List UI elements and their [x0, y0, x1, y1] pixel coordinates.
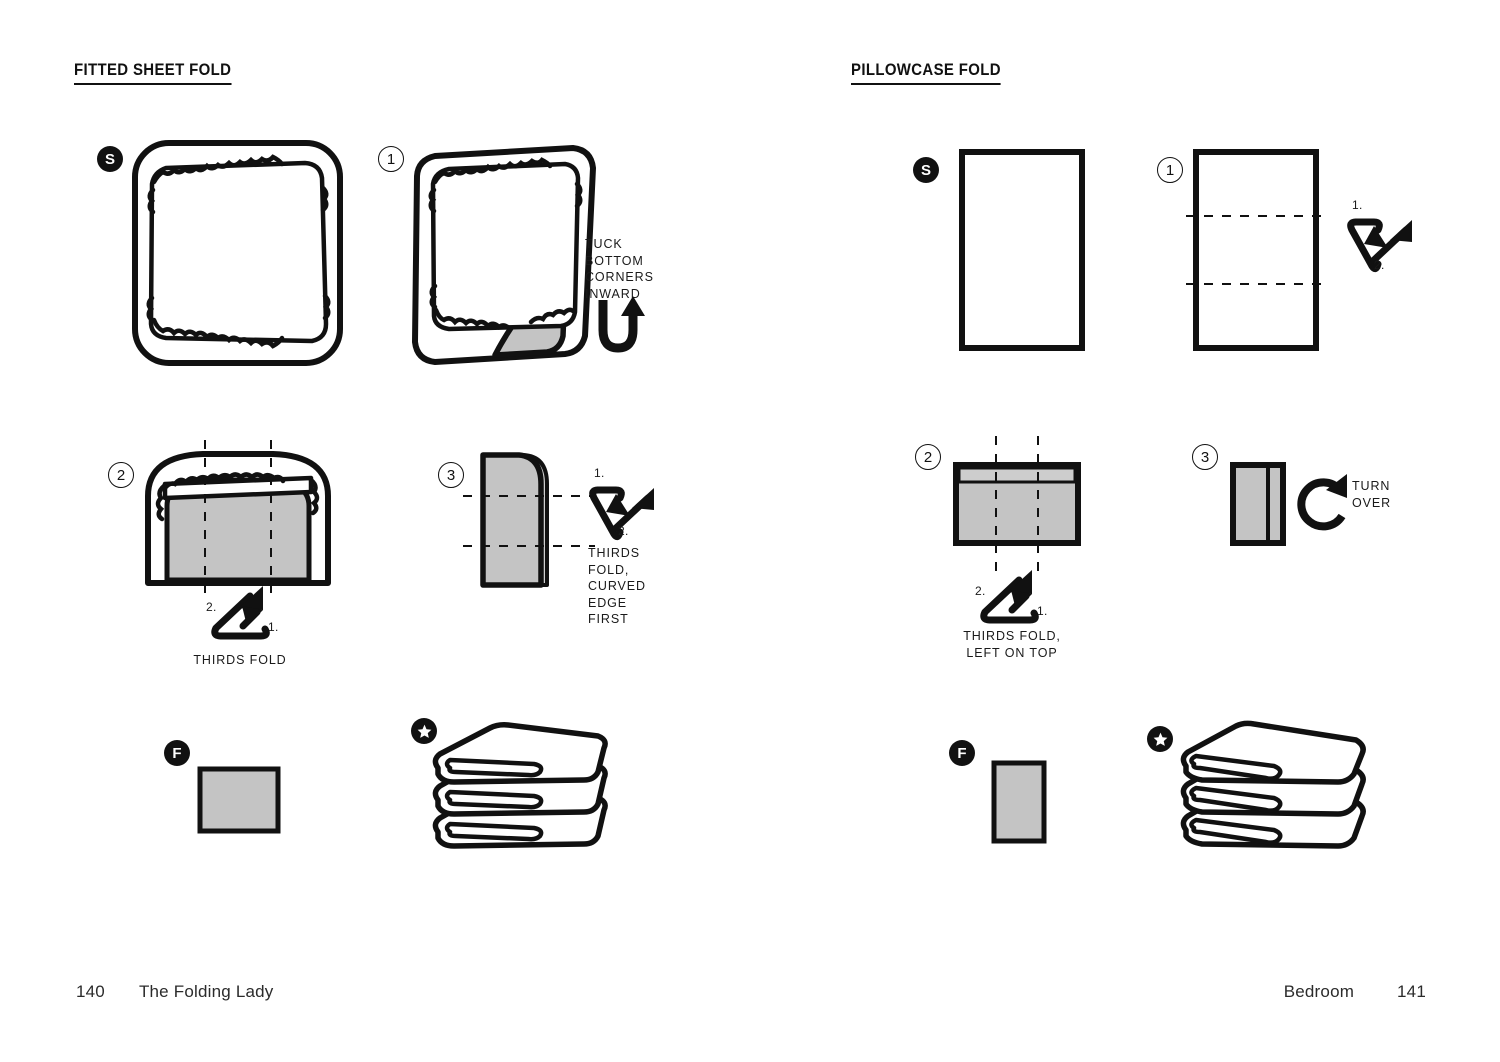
- turn-over-arrow-icon: [1297, 472, 1356, 539]
- thirds-fold-arrow-icon-right-curved: [586, 482, 662, 549]
- badge-step-3-pillowcase: 3: [1192, 444, 1218, 470]
- fold-order-mark-1-left: 1.: [268, 620, 279, 634]
- caption-turn-over: TURN OVER: [1352, 479, 1392, 510]
- caption-thirds-fold-left-on-top: THIRDS FOLD, LEFT ON TOP: [963, 629, 1061, 660]
- figure-fitted-sheet-step-1: [405, 136, 610, 376]
- thirds-fold-arrow-icon-left-pillowcase: [972, 570, 1050, 631]
- thirds-fold-arrow-icon-left: [203, 586, 281, 647]
- figure-pillowcase-step-2: [952, 436, 1082, 576]
- fold-order-mark-1-pillowcase-step2: 1.: [1037, 604, 1048, 618]
- star-icon: [417, 724, 431, 738]
- badge-finish-pillowcase: F: [949, 740, 975, 766]
- figure-pillowcase-finished: [991, 760, 1047, 849]
- badge-star-fitted-sheet: [411, 718, 437, 744]
- u-turn-arrow-icon: [590, 294, 646, 363]
- footer-left: 140 The Folding Lady: [76, 982, 274, 1002]
- caption-tuck-bottom-corners: TUCK BOTTOM CORNERS INWARD: [585, 237, 654, 301]
- footer-right: Bedroom 141: [1284, 982, 1426, 1002]
- figure-folded-stack-fitted-sheet: [428, 722, 618, 873]
- badge-finish-fitted-sheet: F: [164, 740, 190, 766]
- fold-order-mark-2-curved: 2.: [618, 524, 629, 538]
- page-number-right: 141: [1397, 982, 1426, 1001]
- badge-step-2-fitted-sheet: 2: [108, 462, 134, 488]
- book-title: The Folding Lady: [138, 982, 274, 1001]
- badge-step-2-pillowcase: 2: [915, 444, 941, 470]
- figure-fitted-sheet-step-3: [463, 450, 625, 595]
- figure-fitted-sheet-finished: [197, 766, 281, 839]
- fold-order-mark-2-pillowcase-step2: 2.: [975, 584, 986, 598]
- badge-star-pillowcase: [1147, 726, 1173, 752]
- badge-step-1-fitted-sheet: 1: [378, 146, 404, 172]
- badge-start-pillowcase: S: [913, 157, 939, 183]
- fold-order-mark-1-pillowcase-step1: 1.: [1352, 198, 1363, 212]
- caption-thirds-fold-left: THIRDS FOLD: [193, 653, 287, 667]
- figure-pillowcase-step-1: [1186, 148, 1326, 357]
- thirds-fold-arrow-icon-right-pillowcase: [1344, 214, 1420, 281]
- figure-folded-stack-pillowcase: [1178, 720, 1378, 875]
- fold-order-mark-2-pillowcase-step1: 2.: [1374, 258, 1385, 272]
- fold-order-mark-2-left: 2.: [206, 600, 217, 614]
- figure-fitted-sheet-step-2: [143, 440, 333, 596]
- figure-pillowcase-start: [958, 148, 1086, 357]
- section-title-pillowcase: PILLOWCASE FOLD: [851, 60, 1001, 85]
- caption-thirds-fold-curved-edge: THIRDS FOLD, CURVED EDGE FIRST: [588, 546, 646, 626]
- badge-step-3-fitted-sheet: 3: [438, 462, 464, 488]
- figure-fitted-sheet-start: [130, 138, 345, 373]
- badge-start-fitted-sheet: S: [97, 146, 123, 172]
- fold-order-mark-1-curved: 1.: [594, 466, 605, 480]
- badge-step-1-pillowcase: 1: [1157, 157, 1183, 183]
- chapter-name: Bedroom: [1283, 982, 1355, 1001]
- section-title-fitted-sheet: FITTED SHEET FOLD: [74, 60, 232, 85]
- star-icon: [1153, 732, 1167, 746]
- page-number-left: 140: [76, 982, 105, 1001]
- figure-pillowcase-step-3: [1230, 462, 1286, 551]
